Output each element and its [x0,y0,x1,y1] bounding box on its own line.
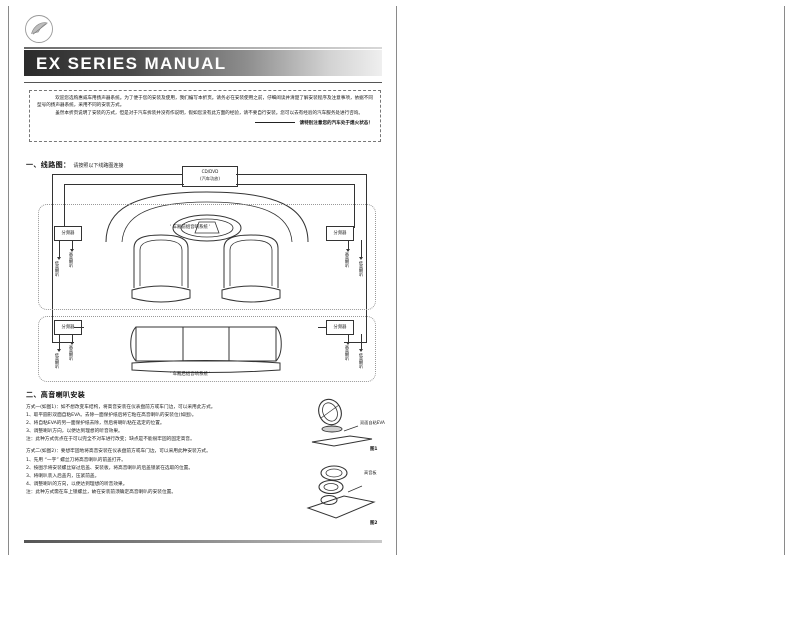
figure-1-tag: 图1 [370,447,378,452]
wire-segment [52,174,53,342]
arrow-icon [346,342,350,345]
front-audio-zone [38,204,376,310]
figure-1-annotation: 双面自粘EVA [360,420,385,425]
woofer-label-front-right: 低音喇叭 [359,261,364,276]
header-rule-lower [24,82,382,83]
wire-segment [244,174,366,175]
section-2-method2-step-4: 4、调整喇叭的方向，以便达到理想的听音效果。 [26,481,128,487]
section-2-method2-step-1: 1、先用 “一字” 螺丝刀将高音喇叭的前盖打开。 [26,457,126,463]
title-banner: EX SERIES MANUAL [24,50,382,76]
intro-paragraph-2: 虽然本折页说明了安装的方式，但是对于汽车拆装并没有作说明，假如您没有此方面的经验… [46,111,363,117]
wire-segment [236,184,354,185]
manual-page: EX SERIES MANUAL 欢迎您选购惠威车用扬声器系统。为了便于您的安装… [8,0,785,561]
figure-2-tweeter-flush-mount-icon [306,465,376,519]
crossover-front-left: 分频器 [54,226,82,241]
section-2-method2-step-3: 3、将喇叭装入后盖内，压紧前盖。 [26,473,100,479]
figure-1-tweeter-adhesive-icon [311,398,373,447]
front-left-seat-icon [131,234,191,303]
wire-segment [361,334,362,350]
crossover-rear-left: 分频器 [54,320,82,335]
rear-bench-seat-icon [130,326,282,373]
section-2-method1-title: 方式一(如图1)：如不想改变车结构，将高音安装在仪表盘前方或车门边，可以采用此方… [26,405,216,410]
wire-segment [74,327,84,328]
arrow-icon [70,342,74,345]
section-2-method2-title: 方式二(如图2)：要想牢固地将高音安装在仪表盘前方或车门边，可以采用此种安装方式… [26,449,211,455]
rear-zone-label: ' 车厢后组音响系统 ' [170,372,211,377]
section-2-method2-note: 注：此种方式需在车上锁螺丝，故在安装前须确定高音喇叭的安装位置。 [26,489,177,495]
wire-segment [64,184,65,228]
rear-audio-zone [38,316,376,382]
wire-segment [344,342,367,343]
left-page: EX SERIES MANUAL 欢迎您选购惠威车用扬声器系统。为了便于您的安装… [8,0,396,561]
tweeter-label-front-right: 高音喇叭 [345,252,350,267]
wire-segment [354,184,355,228]
wire-segment [52,174,174,175]
arrow-icon [359,257,363,260]
tweeter-label-rear-left: 高音喇叭 [69,345,74,360]
tweeter-label-rear-right: 高音喇叭 [345,345,350,360]
figure-2-tag: 图2 [370,521,378,526]
frame-line-center [396,6,397,555]
wire-segment [72,240,73,250]
section-2-method1-step-2: 2、将自粘EVA的另一面保护纸去除，然后将喇叭粘在选定的位置。 [26,421,165,427]
frame-line-right [784,6,785,555]
page-title: EX SERIES MANUAL [36,54,227,73]
source-unit-line1: CD/DVD [201,169,219,174]
section-2-method1-step-1: 1、取平圆形双面自粘EVA。去除一面保护纸后将它粘在高音喇叭的安装位(如图)。 [26,413,197,419]
woofer-label-rear-right: 低音喇叭 [359,353,364,368]
wiring-diagram: CD/DVD (汽车功放) [30,166,382,382]
section-2-method2-step-2: 2、按图示将安装螺丝穿过后盖、安装板，将高音喇叭的后盖锁紧在选取的位置。 [26,465,194,471]
left-page-bottom-rule [24,540,382,543]
source-unit-line2: (汽车功放) [199,175,221,181]
wire-segment [318,327,326,328]
wire-segment [59,334,60,350]
arrow-icon [346,249,350,252]
crossover-front-right: 分频器 [326,226,354,241]
crossover-rear-right: 分频器 [326,320,354,335]
section-1-subtitle: 请按照以下线路图连接 [73,163,124,169]
wire-segment [174,174,182,175]
section-1-heading-block: 一、线路图：请按照以下线路图连接 [26,152,123,171]
arrow-icon [57,257,61,260]
wire-segment [64,184,184,185]
arrow-icon [70,249,74,252]
wire-segment [348,334,349,343]
intro-paragraph-1: 欢迎您选购惠威车用扬声器系统。为了便于您的安装及使用，我们编写本折页。请务必在安… [37,96,373,109]
arrow-icon [359,349,363,352]
tweeter-label-front-left: 高音喇叭 [69,252,74,267]
intro-box: 欢迎您选购惠威车用扬声器系统。为了便于您的安装及使用，我们编写本折页。请务必在安… [29,90,381,142]
header-rule [24,47,382,49]
section-2-method1-step-3: 3、调整喇叭方向，以便达到理想的听音效果。 [26,429,123,435]
wire-segment [361,240,362,258]
hivi-swan-logo-icon [25,15,53,43]
source-unit-box: CD/DVD (汽车功放) [182,166,238,187]
wire-segment [366,174,367,342]
wire-segment [52,342,74,343]
front-right-seat-icon [221,234,281,303]
wire-segment [236,174,244,175]
section-2: 二、高音喇叭安装 方式一(如图1)：如不想改变车结构，将高音安装在仪表盘前方或车… [26,390,215,497]
wire-segment [72,334,73,343]
woofer-label-rear-left: 低音喇叭 [55,353,60,368]
section-1-heading: 一、线路图： [26,161,71,169]
arrow-icon [57,349,61,352]
wire-segment [348,240,349,250]
frame-line-left [8,6,9,555]
section-2-heading: 二、高音喇叭安装 [26,391,86,399]
intro-warning: 请特别注意您的汽车处于熄火状态！ [37,120,373,127]
woofer-label-front-left: 低音喇叭 [55,261,60,276]
wire-segment [59,240,60,258]
right-page: 三、低音喇叭安装(如下图3)： 1、依实际需要将密封垫片贴于喇叭的安装位。 2、… [397,0,785,561]
car-front-interior-outline-icon [105,191,309,243]
figure-2-annotation: 高音板 [364,470,377,475]
intro-warning-text: 请特别注意您的汽车处于熄火状态！ [299,120,373,126]
section-2-method1-note: 注：此种方式优点在于可以完全不对车进行改变；缺点是不能很牢固的固定高音。 [26,437,195,443]
front-zone-label: ' 车厢前组音响系统 ' [170,225,211,230]
